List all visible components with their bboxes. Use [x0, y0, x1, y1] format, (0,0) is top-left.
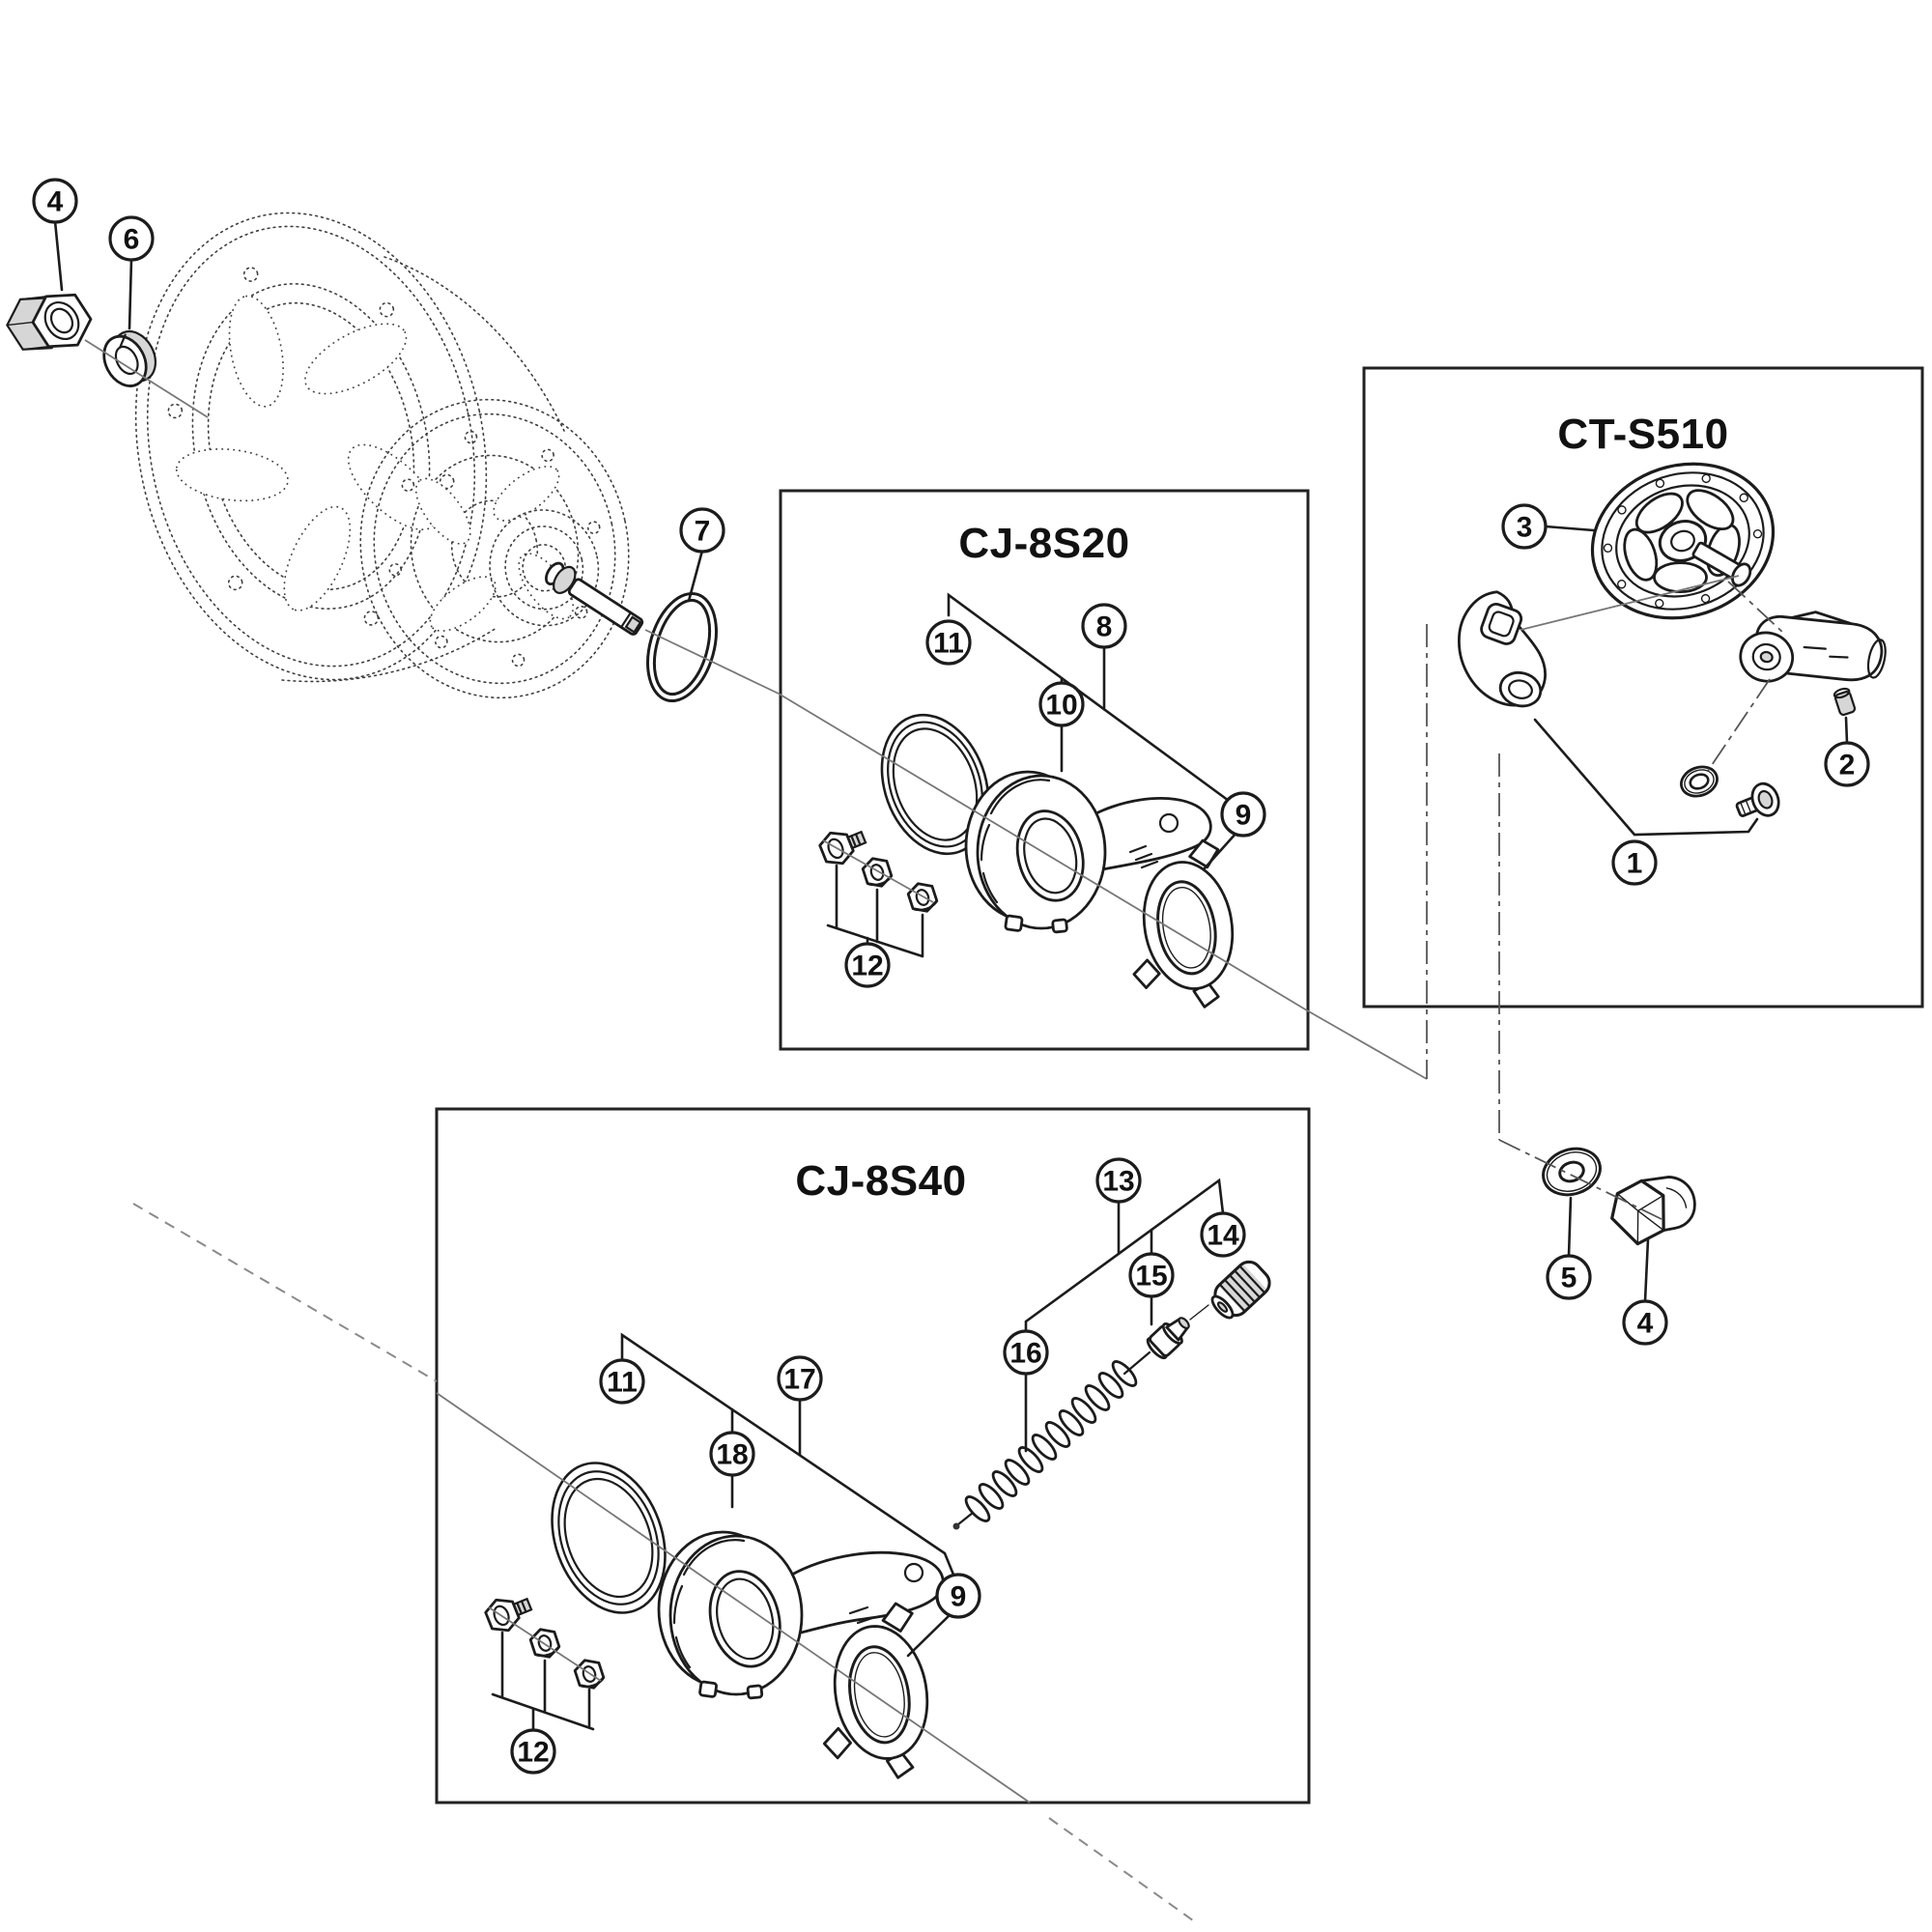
seal-ring-s40 [551, 1462, 667, 1614]
cable-spring [952, 1350, 1151, 1530]
sprocket [489, 509, 600, 627]
callout-snap-ring: 7 [679, 507, 725, 554]
hub-shell [359, 398, 630, 699]
svg-text:5: 5 [1561, 1263, 1577, 1294]
callout-flat-washer: 5 [1546, 1254, 1592, 1300]
callout-cone-washer: 6 [108, 215, 155, 262]
cone-washer [102, 329, 157, 387]
hub-barrel-top [384, 256, 565, 432]
svg-text:12: 12 [517, 1737, 549, 1769]
non-turn-washer-s20 [1132, 838, 1235, 1009]
box-title-ct-s510: CT-S510 [1557, 411, 1728, 458]
hub-assembly [134, 212, 644, 699]
brake-rotor [134, 212, 488, 681]
non-turn-washer-s40 [822, 1602, 929, 1779]
callout-s40-non-turn-washer: 9 [935, 1573, 981, 1619]
callout-s40-unit: 17 [777, 1355, 823, 1402]
svg-text:11: 11 [933, 628, 964, 660]
svg-text:13: 13 [1102, 1166, 1134, 1198]
box-title-cj8s20: CJ-8S20 [958, 520, 1129, 567]
callout-guard-wheel: 3 [1501, 503, 1548, 550]
svg-text:8: 8 [1096, 611, 1113, 643]
seal-ring-s20 [880, 713, 990, 856]
svg-text:10: 10 [1045, 690, 1077, 722]
fixing-bolt [484, 1597, 533, 1633]
tensioner-pivot-link [1457, 590, 1547, 708]
link-washer [1680, 765, 1719, 798]
box-ct-s510 [1362, 366, 1924, 1009]
callout-cable-fixing: 15 [1128, 1252, 1175, 1298]
guard-wheel-axle [1691, 541, 1752, 587]
callout-s20-seal-ring: 11 [925, 619, 972, 666]
box-cj8s20 [779, 489, 1310, 1051]
cable-fixing-bolt [1146, 1317, 1190, 1360]
callout-s20-bolt-set: 12 [844, 942, 891, 988]
axle-nut-right [1610, 1176, 1696, 1246]
svg-text:9: 9 [1236, 800, 1252, 832]
callout-barrel-adjuster: 14 [1200, 1211, 1246, 1258]
svg-text:9: 9 [951, 1581, 967, 1613]
callout-s20-non-turn-washer: 9 [1220, 791, 1266, 838]
hub-barrel-bottom [281, 627, 497, 683]
svg-text:18: 18 [716, 1439, 748, 1471]
snap-ring [639, 591, 718, 703]
sprocket-guard-wheel [1590, 462, 1776, 620]
svg-text:6: 6 [124, 224, 140, 256]
callout-s20-joint: 10 [1038, 681, 1085, 727]
flat-washer [1542, 1147, 1602, 1197]
callout-s40-seal-ring: 11 [599, 1358, 645, 1405]
callout-adjust-cap: 2 [1824, 741, 1870, 787]
callout-s20-unit: 8 [1081, 603, 1127, 649]
svg-text:1: 1 [1627, 848, 1643, 880]
leader-lines [53, 219, 1849, 1732]
svg-text:12: 12 [851, 951, 883, 982]
center-dash-dot-lines [1426, 581, 1784, 1220]
callout-cable-unit: 13 [1095, 1157, 1142, 1204]
svg-text:15: 15 [1135, 1261, 1167, 1293]
dashed-guide-lines [132, 1203, 1194, 1921]
axis-lines [84, 339, 1740, 1804]
svg-text:2: 2 [1839, 750, 1856, 781]
box-cj8s40 [435, 1107, 1311, 1804]
svg-text:17: 17 [783, 1364, 815, 1396]
cassette-joint-s40 [657, 1530, 945, 1700]
callout-axle-nut-right: 4 [1622, 1299, 1668, 1346]
svg-text:14: 14 [1207, 1220, 1239, 1252]
tensioner-arm [1739, 611, 1887, 683]
svg-text:11: 11 [607, 1367, 638, 1399]
barrel-adjuster [1210, 1260, 1271, 1320]
svg-text:16: 16 [1009, 1338, 1041, 1370]
svg-text:7: 7 [695, 516, 711, 548]
callout-axle-nut-left: 4 [32, 178, 78, 224]
fixing-nut [861, 857, 894, 888]
callout-cable-spring: 16 [1003, 1329, 1049, 1376]
box-title-cj8s40: CJ-8S40 [795, 1157, 966, 1205]
axle-nut-left [6, 293, 93, 351]
adjust-cap [1833, 687, 1857, 716]
shoulder-bolt [1735, 781, 1780, 817]
callout-s40-bolt-set: 12 [510, 1728, 556, 1775]
svg-text:3: 3 [1517, 512, 1533, 544]
fixing-bolt-set-s40 [484, 1597, 606, 1690]
callout-tensioner-unit: 1 [1611, 839, 1658, 886]
cable-wire [1189, 1304, 1209, 1321]
callout-s40-joint: 18 [709, 1431, 755, 1477]
fixing-nut [906, 882, 939, 913]
hub-axle [545, 561, 644, 636]
svg-text:4: 4 [47, 186, 64, 218]
svg-text:4: 4 [1637, 1308, 1654, 1340]
